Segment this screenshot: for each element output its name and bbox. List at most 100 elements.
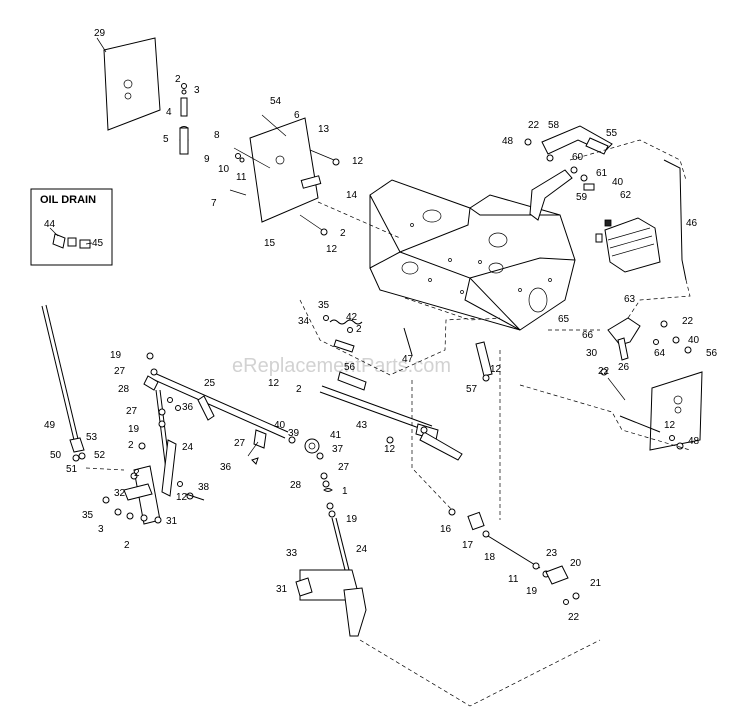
callout: 24	[182, 442, 194, 453]
callout: 20	[570, 558, 582, 569]
callout: 1	[342, 486, 348, 497]
callout: 26	[618, 362, 630, 373]
main-shaft	[149, 371, 463, 465]
callout: 36	[182, 402, 194, 413]
callout: 12	[664, 420, 676, 431]
callout: 29	[94, 28, 106, 39]
callout: 2	[128, 440, 134, 451]
callout: 5	[163, 134, 169, 145]
callout: 56	[706, 348, 718, 359]
callout: 31	[276, 584, 288, 595]
callout: 35	[82, 510, 94, 521]
callout: 4	[166, 107, 172, 118]
control-rod	[41, 304, 125, 471]
callout: 66	[582, 330, 594, 341]
callout: 27	[338, 462, 350, 473]
callout: 51	[66, 464, 78, 475]
upper-right-lever-group	[524, 125, 691, 319]
callout: 59	[576, 192, 588, 203]
callout: 46	[686, 218, 698, 229]
callout: 42	[346, 312, 358, 323]
callout: 58	[548, 120, 560, 131]
callout: 27	[114, 366, 126, 377]
chassis-frame	[369, 179, 576, 331]
callout: 30	[586, 348, 598, 359]
callout: 14	[346, 190, 358, 201]
callout: 55	[606, 128, 618, 139]
watermark: eReplacementParts.com	[232, 355, 451, 377]
callout: 2	[175, 74, 181, 85]
callout: 56	[344, 362, 356, 373]
callout: 24	[356, 544, 368, 555]
callout: 18	[484, 552, 496, 563]
callout: 2	[296, 384, 302, 395]
callout: 19	[110, 350, 122, 361]
left-lever-assembly	[102, 352, 205, 525]
right-lower-plate	[519, 371, 703, 451]
callout: 50	[50, 450, 62, 461]
callout-45: 45	[92, 238, 104, 249]
callout: 12	[326, 244, 338, 255]
callout: 2	[134, 468, 140, 479]
callout: 37	[332, 444, 344, 455]
callout: 8	[214, 130, 220, 141]
callout: 41	[330, 430, 342, 441]
callout: 35	[318, 300, 330, 311]
mounting-plate	[229, 114, 401, 239]
callout: 11	[508, 574, 519, 585]
callout: 40	[688, 335, 700, 346]
center-linkage	[299, 299, 493, 382]
callout: 27	[126, 406, 138, 417]
callout: 22	[682, 316, 694, 327]
callout: 19	[128, 424, 140, 435]
callout: 48	[688, 436, 700, 447]
callout: 10	[218, 164, 230, 175]
callout: 64	[654, 348, 666, 359]
callout: 31	[166, 516, 178, 527]
callout: 21	[590, 578, 602, 589]
callout: 25	[204, 378, 216, 389]
callout: 7	[211, 198, 217, 209]
callout: 40	[612, 177, 624, 188]
callout: 3	[194, 85, 200, 96]
callout: 17	[462, 540, 474, 551]
bracket-plate-left	[96, 37, 189, 155]
callout: 32	[114, 488, 126, 499]
callout: 62	[620, 190, 632, 201]
callout: 19	[346, 514, 358, 525]
callout-labels: 29 2 3 4 5 54 6 13 8 9 10 11 12 14 7 15 …	[44, 28, 718, 623]
callout: 22	[598, 366, 610, 377]
callout: 65	[558, 314, 570, 325]
oil-drain-inset: OIL DRAIN 44 45	[30, 188, 113, 266]
callout: 16	[440, 524, 452, 535]
callout: 15	[264, 238, 276, 249]
callout: 54	[270, 96, 282, 107]
callout: 27	[234, 438, 246, 449]
right-bracket-group	[548, 317, 692, 401]
oil-drain-title: OIL DRAIN	[40, 194, 96, 206]
callout: 61	[596, 168, 608, 179]
callout: 12	[490, 364, 502, 375]
callout: 12	[384, 444, 396, 455]
callout: 12	[268, 378, 280, 389]
callout: 39	[288, 428, 300, 439]
callout: 57	[466, 384, 478, 395]
lower-right-linkage	[411, 350, 580, 605]
callout: 6	[294, 110, 300, 121]
callout: 12	[176, 492, 188, 503]
callout-44: 44	[44, 219, 56, 230]
callout: 28	[118, 384, 130, 395]
callout: 48	[502, 136, 514, 147]
callout: 9	[204, 154, 210, 165]
callout: 47	[402, 354, 414, 365]
callout: 13	[318, 124, 330, 135]
callout: 22	[528, 120, 540, 131]
callout: 53	[86, 432, 98, 443]
callout: 28	[290, 480, 302, 491]
callout: 2	[340, 228, 346, 239]
callout: 40	[274, 420, 286, 431]
callout: 3	[98, 524, 104, 535]
callout: 38	[198, 482, 210, 493]
callout: 23	[546, 548, 558, 559]
